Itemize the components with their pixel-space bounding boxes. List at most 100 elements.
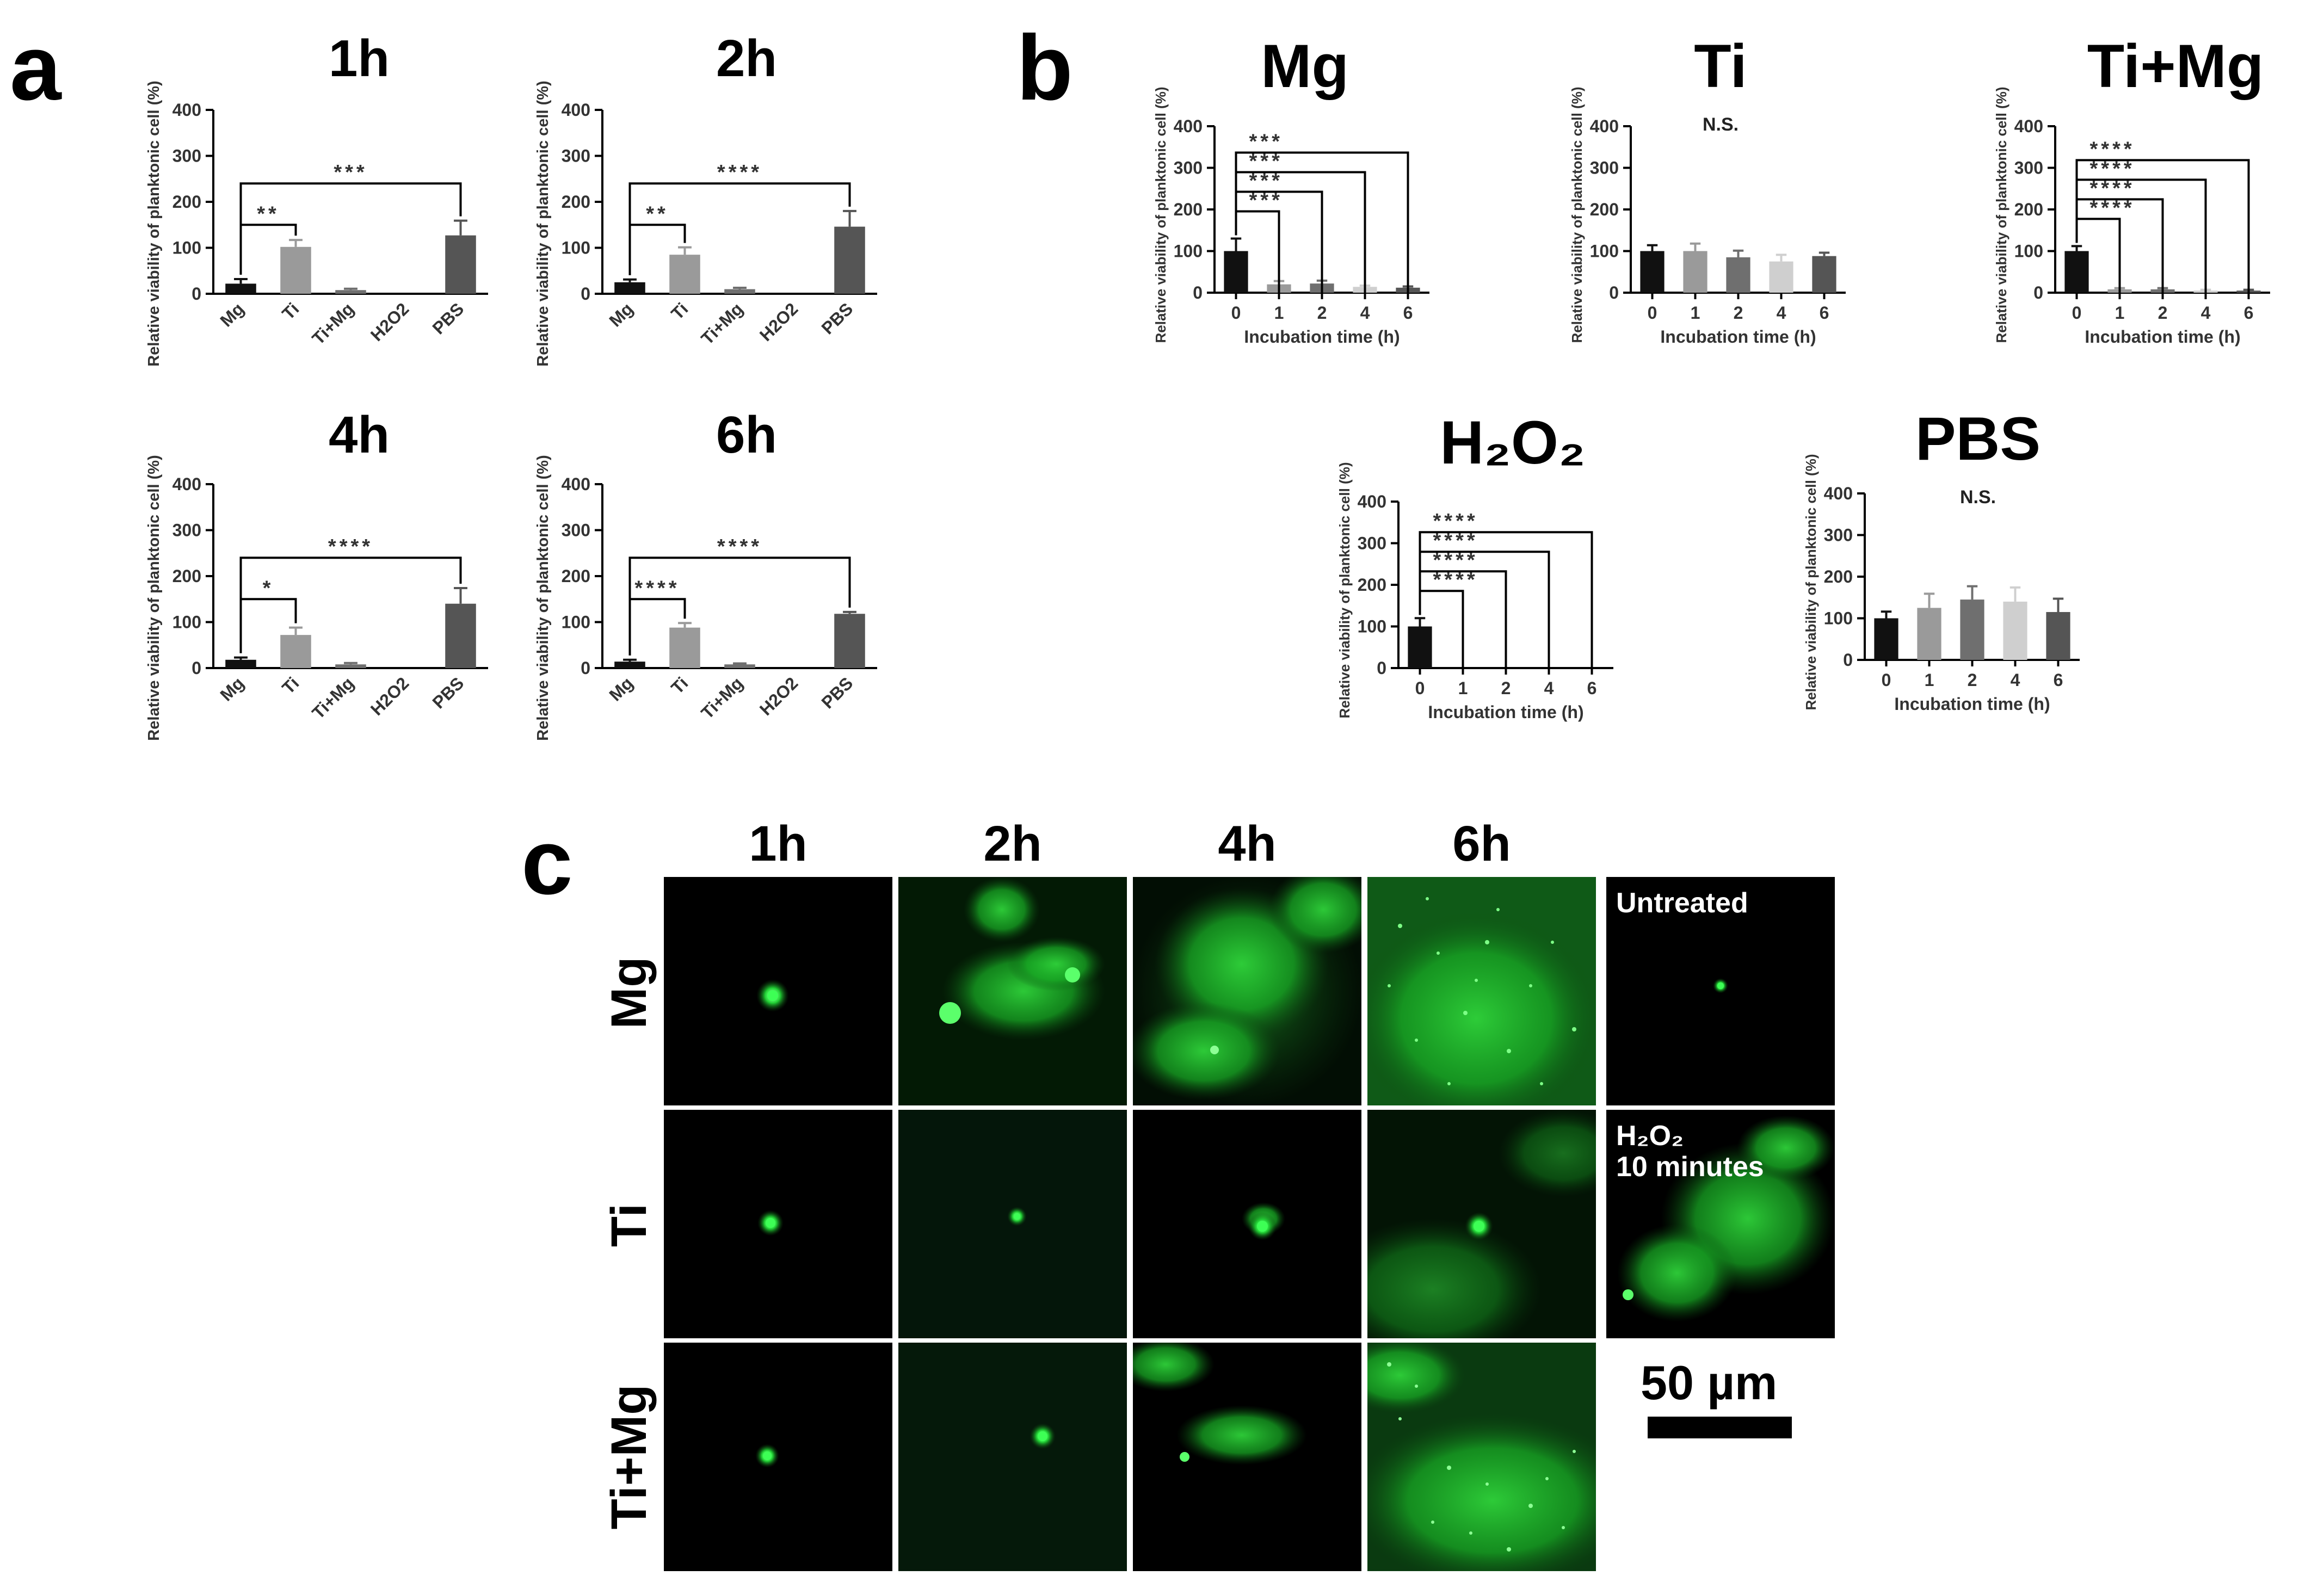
significance-note: N.S. [1960, 487, 1996, 508]
significance-label: ** [257, 202, 280, 225]
y-tick-label: 300 [1174, 158, 1203, 178]
chart-title: 1h [329, 29, 390, 88]
chart-title: 6h [716, 406, 777, 464]
x-tick-label: PBS [428, 299, 467, 338]
y-tick-label: 400 [1824, 484, 1853, 503]
bar-Mg [614, 282, 645, 294]
bar-Ti [280, 635, 311, 668]
micrograph-ti-4h [1133, 1110, 1361, 1338]
x-tick-label: 2 [2158, 303, 2168, 323]
micrograph-mg-1h [664, 877, 892, 1105]
column-label-4h: 4h [1218, 816, 1277, 872]
y-tick-label: 200 [172, 192, 201, 212]
x-tick-label: Ti [278, 673, 303, 697]
micrograph-mg-6h [1367, 877, 1596, 1105]
x-tick-label: 0 [2072, 303, 2082, 323]
panel-label-c: c [521, 811, 573, 914]
micrograph-timg-4h [1133, 1343, 1361, 1571]
x-tick-label: 4 [2011, 670, 2020, 690]
y-tick-label: 200 [2014, 200, 2043, 219]
bar-0 [1640, 251, 1665, 293]
y-tick-label: 300 [2014, 158, 2043, 178]
x-axis-label: Incubation time (h) [1894, 694, 2050, 714]
x-tick-label: Mg [216, 299, 248, 330]
chart-title: Mg [1261, 32, 1349, 100]
y-tick-label: 400 [1358, 492, 1386, 511]
significance-bracket [1235, 151, 1409, 293]
significance-note: N.S. [1703, 114, 1739, 135]
h2o2-label: H₂O₂ 10 minutes [1616, 1120, 1764, 1183]
x-tick-label: 0 [1882, 670, 1891, 690]
x-tick-label: Mg [216, 673, 248, 705]
y-axis-label: Relative viability of planktonic cell (%… [1803, 454, 1819, 710]
x-axis-label: Incubation time (h) [2085, 327, 2240, 347]
significance-label: **** [1433, 510, 1478, 533]
micrograph-timg-2h [898, 1343, 1127, 1571]
y-tick-label: 0 [581, 284, 590, 304]
y-tick-label: 0 [1609, 283, 1619, 302]
y-tick-label: 400 [1174, 116, 1203, 136]
bar-0 [1408, 626, 1432, 668]
bar-Ti+Mg [335, 290, 366, 294]
column-label-6h: 6h [1452, 816, 1511, 872]
x-tick-label: H2O2 [756, 299, 802, 345]
row-label-mg: Mg [601, 956, 657, 1029]
x-tick-label: Ti+Mg [697, 299, 747, 348]
bar-Mg [225, 283, 256, 294]
x-tick-label: 2 [1317, 303, 1327, 323]
y-tick-label: 200 [562, 192, 590, 212]
x-tick-label: 6 [1820, 303, 1829, 323]
bar-0 [2064, 251, 2089, 293]
chart-title: 2h [716, 29, 777, 88]
x-tick-label: H2O2 [367, 299, 413, 345]
y-axis-label: Relative viability of planktonic cell (%… [145, 81, 163, 366]
micrograph-mg-4h [1133, 877, 1361, 1105]
y-tick-label: 400 [1590, 116, 1619, 136]
y-tick-label: 300 [172, 521, 201, 540]
significance-label: **** [717, 535, 762, 558]
bar-Ti+Mg [724, 289, 755, 294]
significance-label: **** [328, 535, 373, 558]
significance-bracket [1419, 531, 1593, 668]
x-tick-label: Ti+Mg [308, 299, 357, 348]
y-tick-label: 400 [172, 474, 201, 494]
y-tick-label: 300 [562, 521, 590, 540]
x-tick-label: 1 [2115, 303, 2125, 323]
chart-title: PBS [1915, 405, 2041, 473]
micrograph-ti-6h [1367, 1110, 1596, 1338]
y-tick-label: 200 [1358, 575, 1386, 595]
bar-4 [2003, 601, 2027, 660]
y-axis-label: Relative viability of planktonic cell (%… [534, 81, 552, 366]
chart-title: Ti+Mg [2087, 32, 2264, 100]
bar-Mg [225, 659, 256, 668]
x-tick-label: PBS [817, 299, 856, 338]
y-tick-label: 0 [1843, 650, 1853, 670]
significance-bracket [2075, 159, 2250, 293]
y-tick-label: 200 [1174, 200, 1203, 219]
bar-Ti [669, 627, 700, 668]
micrograph-untreated-control: Untreated [1606, 877, 1835, 1105]
bar-PBS [834, 614, 865, 668]
y-axis-label: Relative viability of planktonic cell (%… [1993, 86, 2009, 343]
significance-label: ** [646, 202, 669, 225]
bar-Ti [669, 255, 700, 294]
x-tick-label: 6 [1403, 303, 1413, 323]
y-tick-label: 100 [1590, 242, 1619, 261]
chart-title: H₂O₂ [1440, 409, 1586, 477]
panel-label-b: b [1016, 16, 1073, 120]
row-label-timg: Ti+Mg [601, 1384, 657, 1530]
significance-label: * [263, 577, 274, 600]
x-tick-label: 6 [1587, 678, 1597, 698]
y-tick-label: 100 [172, 238, 201, 258]
bar-0 [1874, 618, 1898, 660]
significance-label: **** [634, 577, 680, 600]
scale-bar [1648, 1417, 1792, 1438]
y-tick-label: 0 [192, 658, 201, 678]
x-tick-label: 1 [1458, 678, 1468, 698]
